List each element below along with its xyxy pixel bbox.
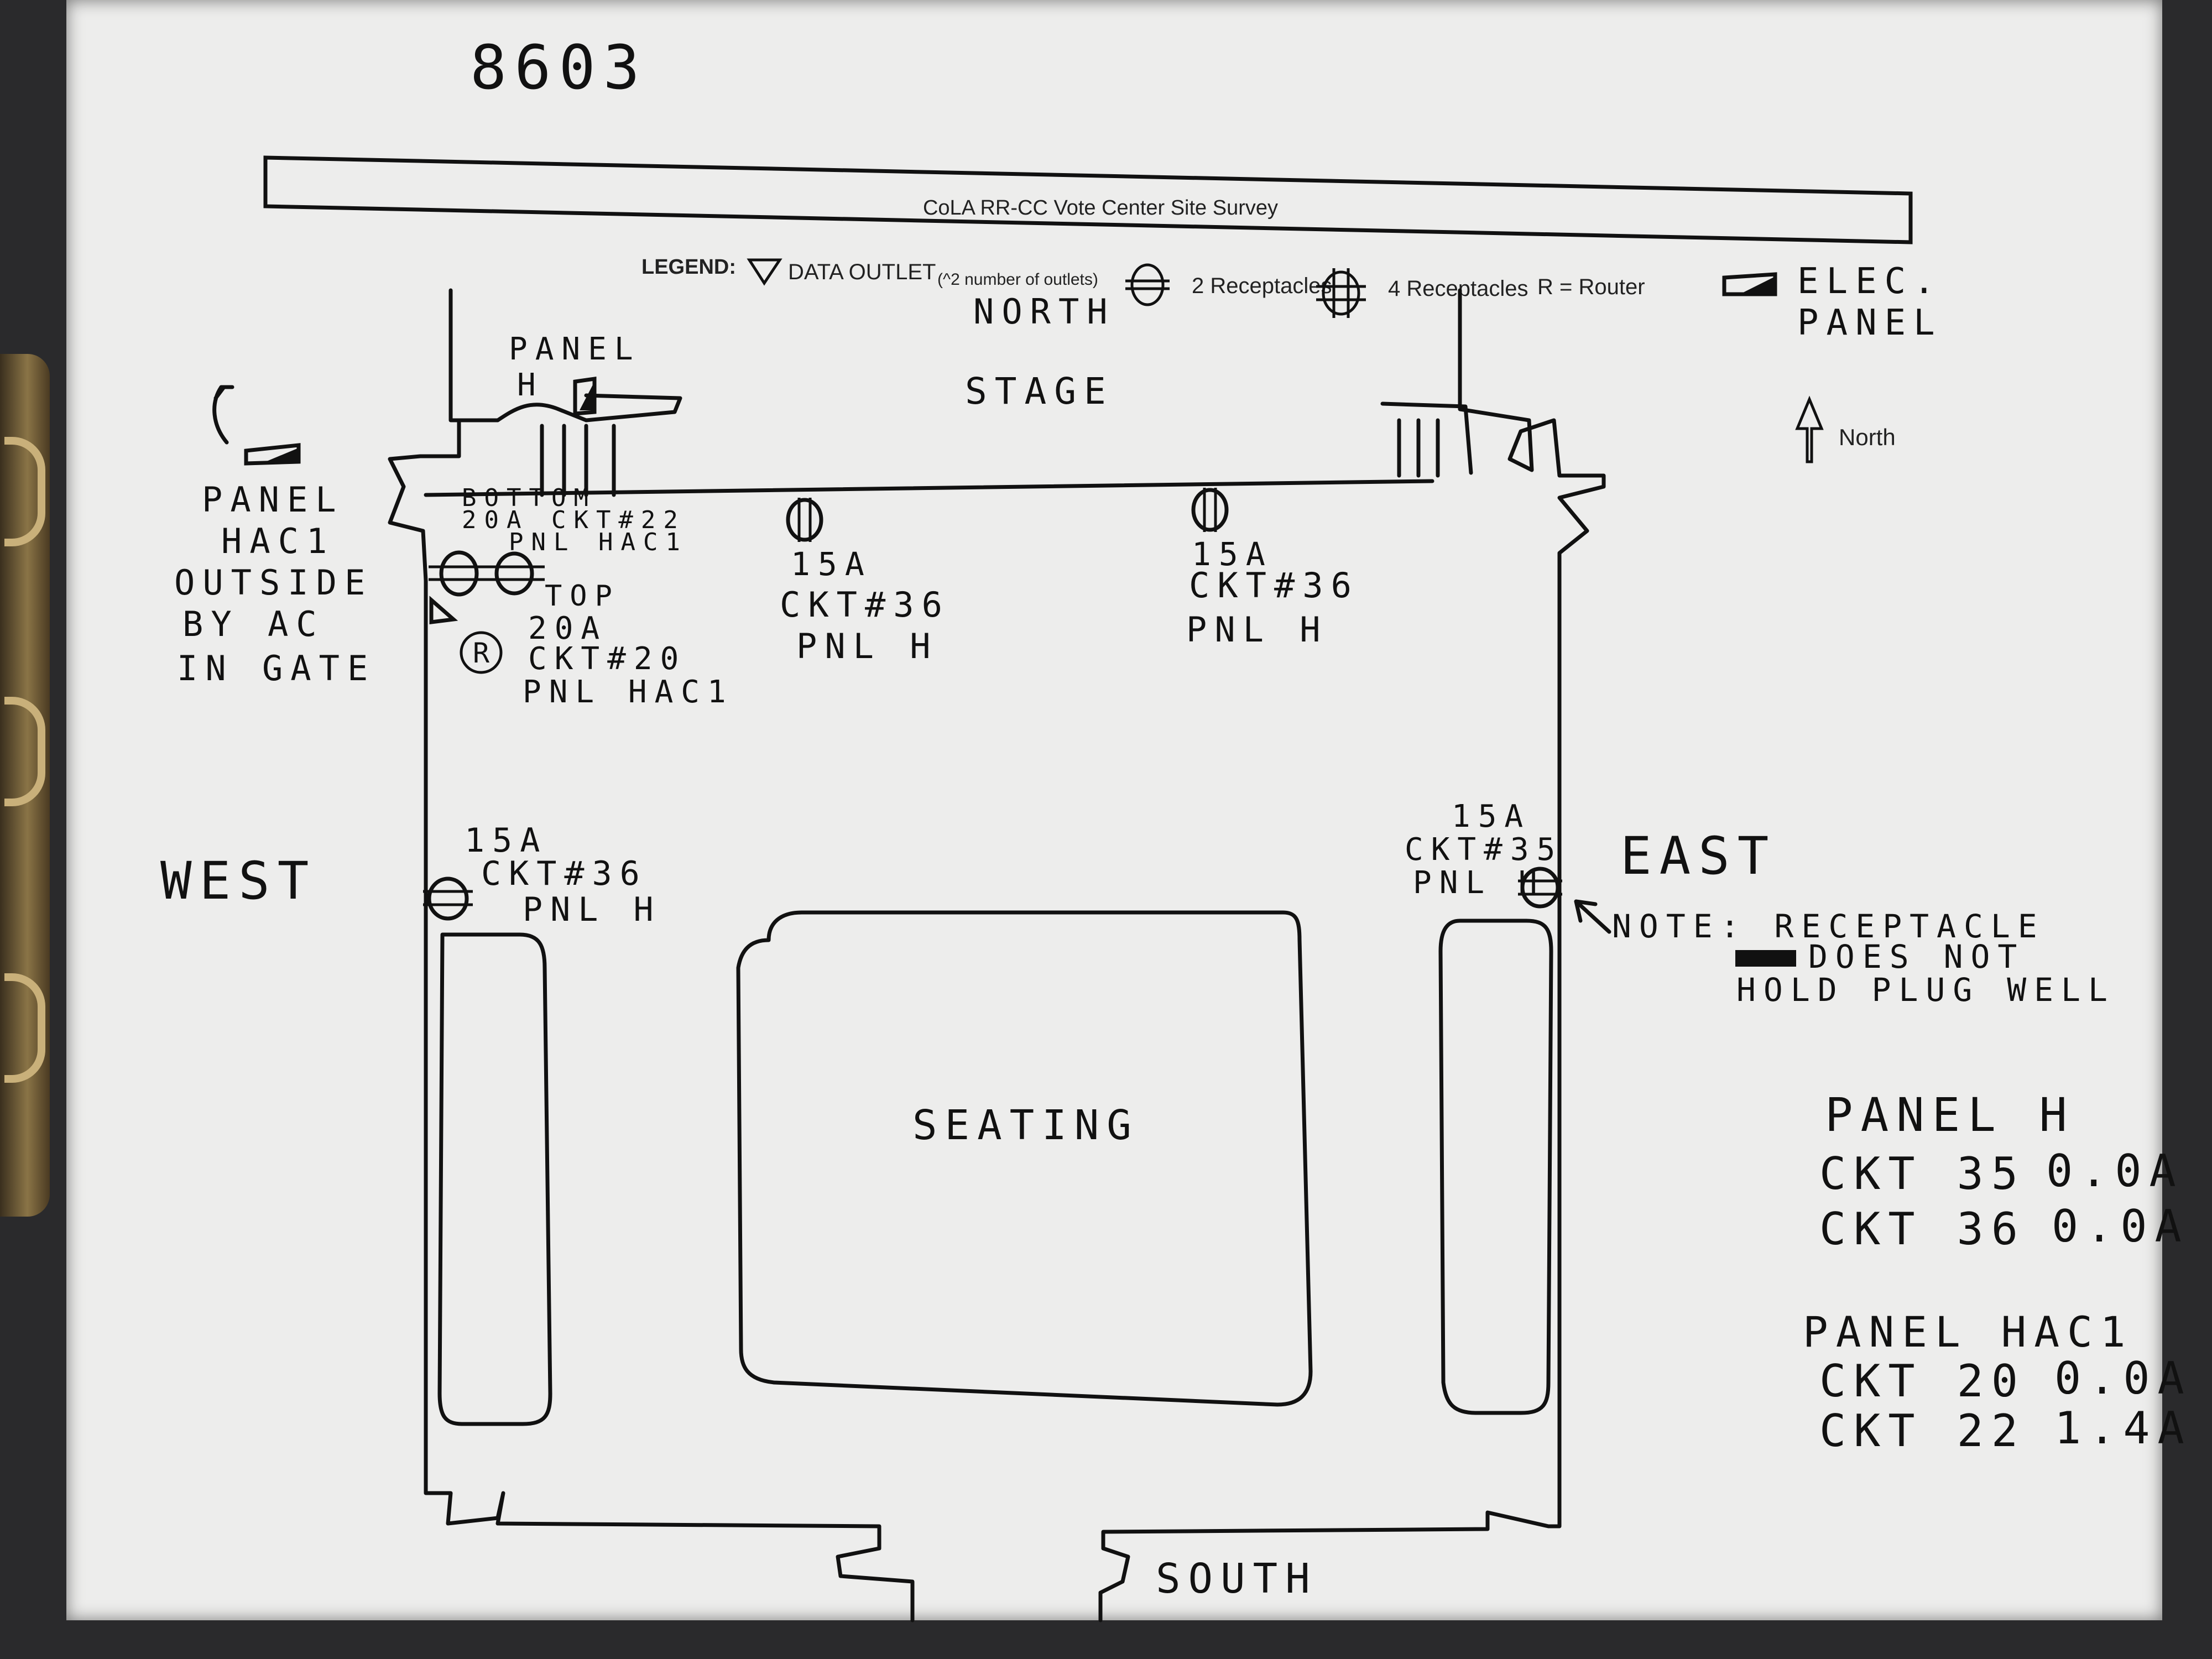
east-line3: PNL H — [1413, 865, 1545, 901]
survey-sheet — [66, 0, 2162, 1620]
legend-data-outlet: DATA OUTLET — [788, 260, 936, 284]
panel-hac1-location: PANEL HAC1 OUTSIDE BY AC IN GATE — [174, 385, 375, 688]
seating-label: SEATING — [912, 1102, 1139, 1149]
scribble-mark — [1735, 950, 1796, 967]
note-line2: DOES NOT — [1808, 938, 2025, 975]
bottom-line3: PNL HAC1 — [509, 528, 688, 556]
north-left-line1: 15A — [791, 545, 872, 583]
panel-h-label-line1: PANEL — [509, 331, 641, 367]
note-line3: HOLD PLUG WELL — [1736, 971, 2115, 1009]
top-line3: CKT#20 — [528, 641, 686, 677]
binder-edge — [0, 354, 50, 1217]
panel-h-readings: PANEL H CKT 35 0.0A CKT 36 0.0A — [1819, 1088, 2189, 1255]
legend: LEGEND: DATA OUTLET (^2 number of outlet… — [641, 255, 1943, 463]
panel-hac1-ckt-20: CKT 20 — [1819, 1355, 2026, 1407]
north-right-line3: PNL H — [1186, 609, 1328, 650]
receptacle-pair-bottom — [439, 550, 479, 597]
top-line2: 20A — [528, 611, 607, 646]
north-right-receptacle: 15A CKT#36 PNL H — [1186, 488, 1359, 650]
west-line1: 15A — [465, 821, 547, 860]
legend-elec-panel-line1: ELEC. — [1797, 261, 1943, 302]
legend-elec-panel-line2: PANEL — [1797, 302, 1943, 343]
north-left-line2: CKT#36 — [780, 585, 950, 625]
legend-data-outlet-note: (^2 number of outlets) — [937, 270, 1098, 289]
panel-hac1-readings: PANEL HAC1 CKT 20 0.0A CKT 22 1.4A — [1803, 1307, 2192, 1457]
west-seating-block — [437, 932, 552, 1426]
panel-hac1-ckt-22-amps: 1.4A — [2054, 1402, 2192, 1454]
north-left-receptacle: 15A CKT#36 PNL H — [780, 498, 950, 666]
panel-hac1-line1: PANEL — [202, 479, 344, 520]
north-arrow-icon — [1795, 395, 1824, 463]
legend-north: North — [1839, 424, 1896, 450]
east-line1: 15A — [1452, 799, 1531, 834]
west-receptacle: 15A CKT#36 PNL H — [423, 821, 661, 929]
north-label: NORTH — [973, 291, 1115, 332]
bottom-line2: 20A CKT#22 — [462, 506, 686, 534]
two-receptacles-icon — [1130, 263, 1165, 306]
panel-hac1-line4: BY AC — [182, 604, 325, 644]
east-seating-block — [1438, 919, 1553, 1415]
north-right-line2: CKT#36 — [1189, 565, 1359, 606]
panel-hac1-line2: HAC1 — [221, 521, 335, 561]
south-label: SOUTH — [1156, 1555, 1318, 1603]
panel-hac1-line3: OUTSIDE — [174, 562, 373, 603]
stage-label: STAGE — [965, 370, 1114, 413]
panel-h-icon — [573, 376, 597, 416]
east-label: EAST — [1620, 826, 1776, 886]
data-outlet-icon — [747, 258, 782, 286]
legend-two-receptacles: 2 Receptacles — [1192, 274, 1332, 298]
top-line4: PNL HAC1 — [523, 674, 734, 710]
bottom-line1: BOTTOM — [462, 484, 596, 512]
building-outline — [388, 288, 1606, 1623]
east-line2: CKT#35 — [1405, 832, 1563, 868]
nw-corner-outlets: BOTTOM 20A CKT#22 PNL HAC1 R TOP 20A CKT… — [429, 484, 734, 710]
router-symbol: R — [473, 637, 497, 669]
page-number: 8603 — [470, 32, 648, 103]
west-label: WEST — [160, 851, 316, 911]
panel-h-ckt-36: CKT 36 — [1819, 1203, 2026, 1255]
top-line1: TOP — [545, 580, 620, 613]
panel-hac1-line5: IN GATE — [177, 648, 375, 688]
panel-hac1-ckt-22: CKT 22 — [1819, 1405, 2026, 1457]
panel-hac1-readings-title: PANEL HAC1 — [1803, 1307, 2133, 1357]
panel-hac1-ckt-20-amps: 0.0A — [2054, 1353, 2192, 1404]
panel-h-label-line2: H — [517, 367, 544, 403]
panel-h-ckt-35: CKT 35 — [1819, 1148, 2026, 1199]
legend-label: LEGEND: — [641, 255, 736, 279]
receptacle-pair-top — [494, 551, 534, 596]
west-line2: CKT#36 — [481, 854, 648, 893]
router-icon — [460, 631, 503, 674]
panel-h-ckt-36-amps: 0.0A — [2052, 1201, 2189, 1252]
note-line1: NOTE: RECEPTACLE — [1612, 907, 2045, 945]
header-box: CoLA RR-CC Vote Center Site Survey — [263, 155, 1913, 244]
header-title: CoLA RR-CC Vote Center Site Survey — [923, 196, 1278, 220]
east-receptacle: 15A CKT#35 PNL H NOTE: RECEPTACLE DOES N… — [1405, 799, 2115, 1009]
west-line3: PNL H — [523, 890, 661, 929]
panel-h-ckt-35-amps: 0.0A — [2046, 1145, 2184, 1197]
data-outlet-marker — [429, 596, 458, 624]
panel-h-readings-title: PANEL H — [1825, 1088, 2075, 1142]
four-receptacles-icon — [1322, 270, 1360, 316]
north-left-line3: PNL H — [796, 626, 938, 666]
center-seating-block — [736, 910, 1313, 1407]
north-right-line1: 15A — [1192, 535, 1273, 573]
legend-router: R = Router — [1537, 275, 1645, 299]
